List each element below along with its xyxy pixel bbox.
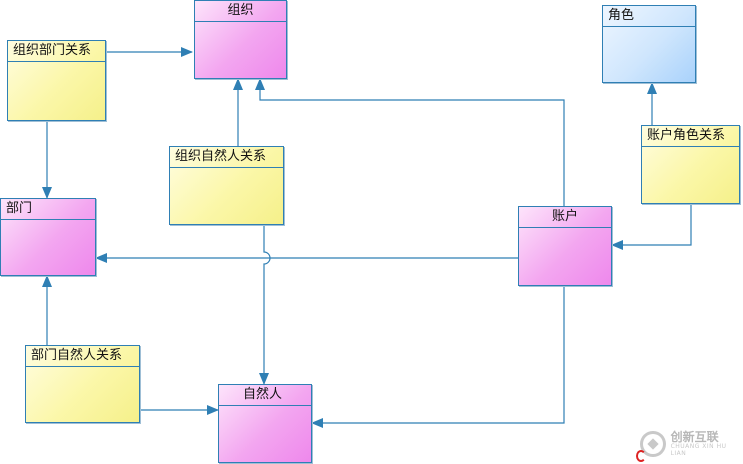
entity-account[interactable]: 账户 — [518, 206, 612, 286]
watermark: 创新互联 CHUANG XIN HU LIAN — [640, 424, 743, 464]
entity-account-role-relation-title: 账户角色关系 — [642, 126, 739, 147]
entity-person-title: 自然人 — [219, 385, 311, 406]
entity-dept[interactable]: 部门 — [0, 198, 96, 276]
entity-org-title: 组织 — [195, 1, 286, 22]
entity-dept-person-relation[interactable]: 部门自然人关系 — [25, 345, 140, 423]
entity-dept-title: 部门 — [1, 199, 95, 220]
entity-account-role-relation[interactable]: 账户角色关系 — [641, 125, 740, 204]
entity-org-dept-relation-title: 组织部门关系 — [8, 41, 105, 62]
entity-role-title: 角色 — [603, 6, 695, 27]
entity-org[interactable]: 组织 — [194, 0, 287, 79]
connector-orgpersonrel-to-person — [259, 225, 271, 385]
logo-icon — [640, 431, 666, 457]
entity-dept-person-relation-title: 部门自然人关系 — [26, 346, 139, 367]
entity-org-person-relation-title: 组织自然人关系 — [170, 147, 283, 168]
connector-account-to-org — [255, 78, 565, 206]
red-mark-icon — [636, 450, 646, 462]
entity-person[interactable]: 自然人 — [218, 384, 312, 463]
connector-account-to-person — [311, 286, 565, 428]
entity-org-person-relation[interactable]: 组织自然人关系 — [169, 146, 284, 225]
entity-role[interactable]: 角色 — [602, 5, 696, 83]
entity-org-dept-relation[interactable]: 组织部门关系 — [7, 40, 106, 121]
watermark-subtext: CHUANG XIN HU LIAN — [670, 443, 727, 457]
entity-account-title: 账户 — [519, 207, 611, 228]
watermark-text: 创新互联 — [670, 430, 719, 444]
connector-accountrolerel-to-account — [611, 204, 692, 250]
